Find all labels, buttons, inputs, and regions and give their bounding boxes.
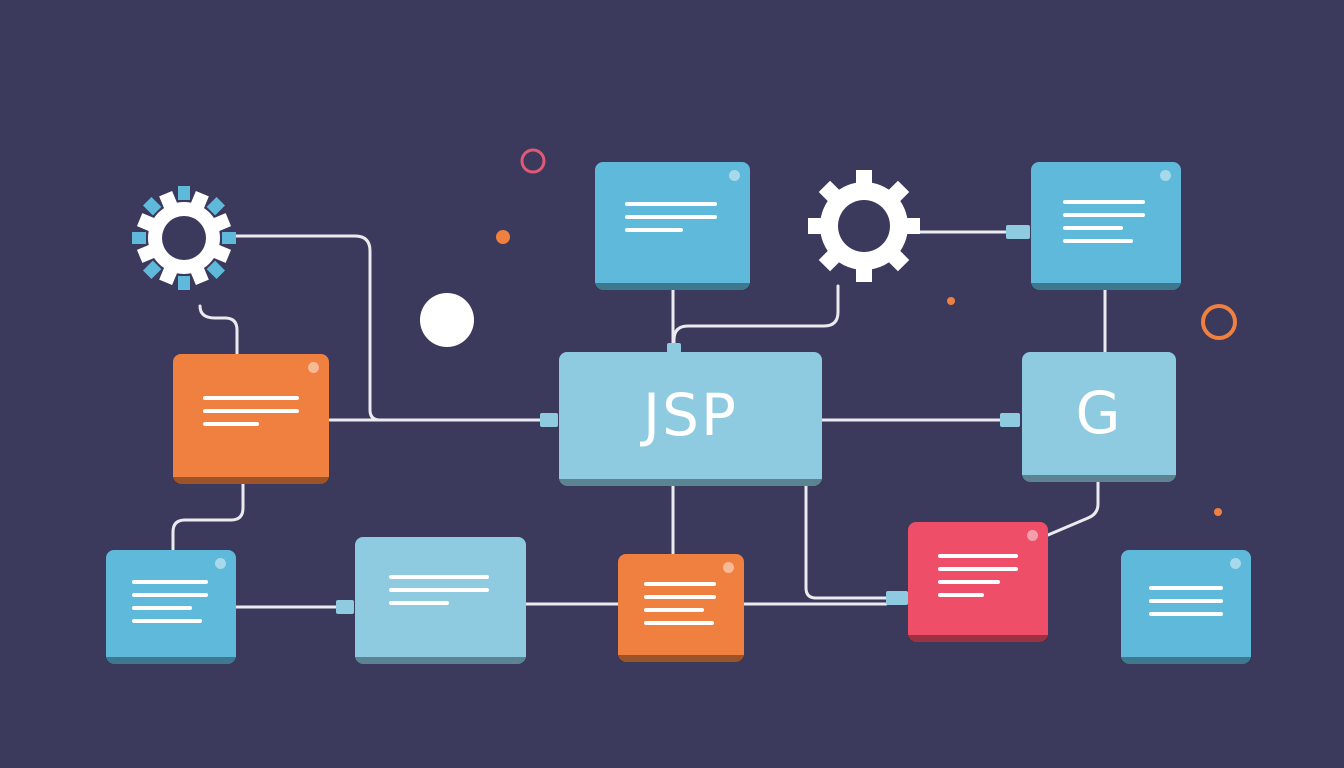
- g-node: G: [1022, 352, 1176, 482]
- port: [886, 591, 908, 605]
- indicator-dot: [1230, 558, 1241, 569]
- indicator-dot: [1027, 530, 1038, 541]
- connector-g-to-red: [1046, 480, 1100, 537]
- jsp-label: JSP: [643, 381, 738, 449]
- gear-icon: [132, 186, 236, 290]
- g-label: G: [1075, 379, 1123, 447]
- port: [540, 413, 558, 427]
- gear-icon: [808, 170, 920, 282]
- document-node: [173, 354, 329, 484]
- document-node: [1121, 550, 1251, 664]
- circle-decoration: [947, 297, 955, 305]
- document-node: [618, 554, 744, 662]
- document-node: [106, 550, 236, 664]
- document-node: [908, 522, 1048, 642]
- circle-decoration: [1201, 304, 1237, 340]
- connector-jsp-to-red: [804, 484, 888, 600]
- port: [336, 600, 354, 614]
- jsp-node: JSP: [559, 352, 822, 486]
- connector-gear1-to-orange: [198, 304, 239, 356]
- document-node: [595, 162, 750, 290]
- connector-orange-to-blue-small: [171, 482, 245, 552]
- port: [1000, 413, 1020, 427]
- circle-decoration: [1214, 508, 1222, 516]
- port: [1006, 225, 1030, 239]
- indicator-dot: [308, 362, 319, 373]
- circle-decoration: [496, 230, 510, 244]
- connector-gear2-to-jsp: [672, 284, 840, 352]
- circle-decoration: [420, 293, 474, 347]
- indicator-dot: [215, 558, 226, 569]
- port: [667, 343, 681, 353]
- indicator-dot: [723, 562, 734, 573]
- indicator-dot: [1160, 170, 1171, 181]
- indicator-dot: [729, 170, 740, 181]
- document-node: [355, 537, 526, 664]
- circle-decoration: [520, 148, 546, 174]
- document-node: [1031, 162, 1181, 290]
